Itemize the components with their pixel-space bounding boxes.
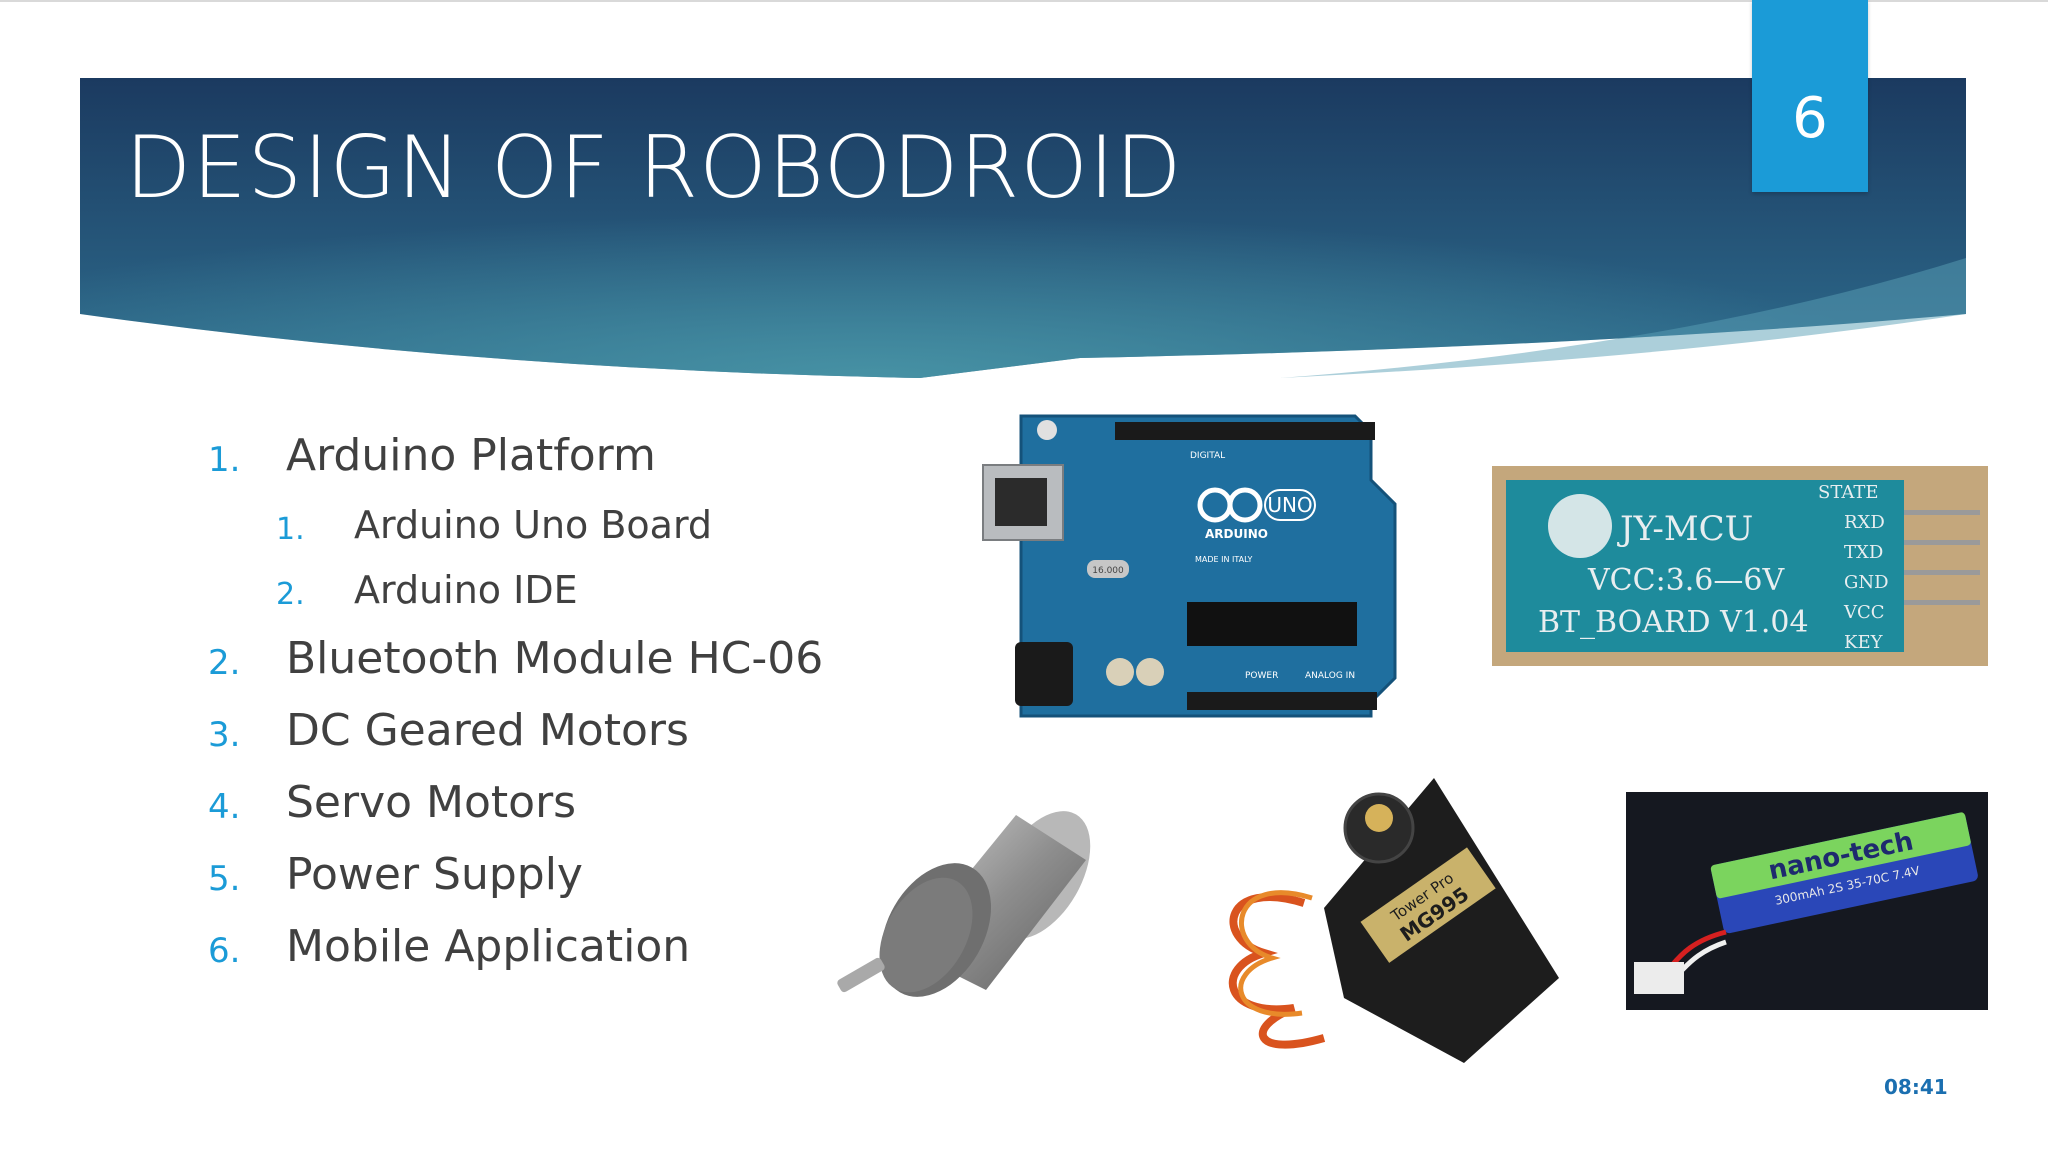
list-item: Arduino IDE bbox=[354, 568, 578, 612]
list-number: 5. bbox=[208, 859, 241, 899]
bt-pin-gnd: GND bbox=[1844, 572, 1889, 593]
bt-pin-rxd: RXD bbox=[1844, 512, 1885, 533]
list-item: Bluetooth Module HC-06 bbox=[286, 633, 824, 684]
list-item: Servo Motors bbox=[286, 777, 577, 828]
bt-brand-label: JY-MCU bbox=[1617, 509, 1753, 549]
arduino-uno-image: 16.000 UNO ARDUINO DIGITAL POWER ANALOG … bbox=[982, 414, 1397, 718]
list-item: DC Geared Motors bbox=[286, 705, 689, 756]
list-number: 1. bbox=[276, 512, 305, 547]
bt-pin-vcc: VCC bbox=[1843, 602, 1885, 623]
list-number: 3. bbox=[208, 715, 241, 755]
list-item: Power Supply bbox=[286, 849, 583, 900]
bluetooth-module-image: JY-MCU VCC:3.6—6V BT_BOARD V1.04 STATE R… bbox=[1492, 466, 1988, 666]
list-number: 2. bbox=[276, 577, 305, 612]
list-item: Arduino Uno Board bbox=[354, 503, 713, 547]
bt-voltage-label: VCC:3.6—6V bbox=[1587, 563, 1785, 598]
list-item: Mobile Application bbox=[286, 921, 691, 972]
top-border bbox=[0, 0, 2048, 2]
arduino-brand-label: ARDUINO bbox=[1205, 527, 1268, 541]
slide-number: 6 bbox=[1792, 86, 1828, 151]
dc-motor-image bbox=[837, 811, 1091, 997]
bt-pin-state: STATE bbox=[1818, 482, 1879, 503]
power-label: POWER bbox=[1245, 671, 1278, 681]
list-number: 4. bbox=[208, 787, 241, 827]
bt-pin-txd: TXD bbox=[1844, 542, 1883, 563]
list-number: 2. bbox=[208, 643, 241, 683]
analog-label: ANALOG IN bbox=[1305, 671, 1355, 681]
arduino-model-label: UNO bbox=[1267, 493, 1312, 517]
bt-board-label: BT_BOARD V1.04 bbox=[1538, 605, 1809, 640]
digital-label: DIGITAL bbox=[1190, 451, 1225, 461]
timestamp: 08:41 bbox=[1884, 1075, 1948, 1099]
servo-motor-image: Tower Pro MG995 bbox=[1228, 778, 1559, 1063]
made-in-italy-label: MADE IN ITALY bbox=[1195, 555, 1253, 564]
list-number: 1. bbox=[208, 440, 241, 480]
header-band bbox=[80, 78, 1966, 378]
slide-title: DESIGN OF ROBODROID bbox=[125, 118, 1183, 218]
battery-image: nano-tech 300mAh 2S 35-70C 7.4V bbox=[1626, 792, 1988, 1010]
crystal-label: 16.000 bbox=[1092, 566, 1124, 576]
slide-number-badge: 6 bbox=[1752, 0, 1868, 192]
list-number: 6. bbox=[208, 931, 241, 971]
list-item: Arduino Platform bbox=[286, 430, 656, 481]
bt-pin-key: KEY bbox=[1844, 632, 1884, 653]
